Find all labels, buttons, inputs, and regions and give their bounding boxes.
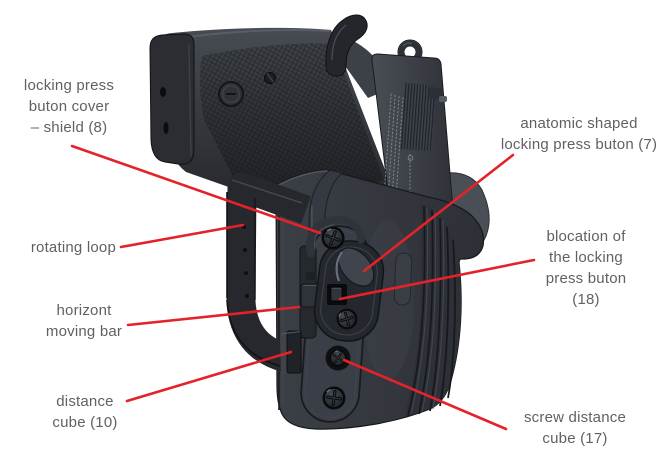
label-line: the locking [549,249,623,266]
leader-line-blocation-18 [338,258,536,301]
leader-lines [70,144,536,431]
screw-distance-cube [324,344,352,372]
label-line: rotating loop [30,239,116,256]
cz-logo [218,81,244,107]
blocation-slot [327,284,347,305]
rotating-loop [226,172,311,373]
label-line: cube (17) [542,430,608,447]
label-line: anatomic shaped [520,115,638,132]
slide-markings [384,93,404,190]
label-rotating-loop: rotating loop [0,237,116,258]
label-line: moving bar [45,323,123,340]
label-blocation-of-locking-press-button: blocation of the locking press buton (18… [516,226,656,310]
loop-rivets [242,225,249,298]
label-line: horizont [56,302,112,319]
leader-line-anatomic-7 [362,153,515,273]
label-line: locking press [23,77,115,94]
label-line: press buton [545,270,627,287]
holster [226,169,485,430]
label-distance-cube: distance cube (10) [23,391,147,433]
label-anatomic-locking-press-button: anatomic shaped locking press buton (7) [490,113,668,155]
label-horizont-moving-bar: horizont moving bar [22,300,146,342]
label-locking-press-button-cover-shield: locking press buton cover – shield (8) [4,75,134,138]
pistol [149,14,490,253]
hammer [325,14,368,77]
label-screw-distance-cube: screw distance cube (17) [495,407,655,449]
label-line: locking press buton (7) [500,136,658,153]
label-line: blocation of [546,228,626,245]
label-line: buton cover [28,98,110,115]
leader-line-screw-17 [342,358,508,431]
label-line: cube (10) [52,414,118,431]
label-line: (18) [572,291,600,308]
grip-panel [199,43,384,197]
locking-press-button [335,247,375,287]
magazine-base [149,33,195,165]
holster-ribs [393,204,462,417]
leader-line-distance-cube-10 [125,350,293,403]
rear-sight [428,87,443,100]
leader-line-moving-bar [126,305,301,327]
leader-line-shield-8 [70,144,322,235]
holster-recess [393,252,413,306]
label-line: distance [56,393,114,410]
leader-line-rotating-loop [119,223,245,249]
firing-pin [439,96,447,102]
label-line: screw distance [523,409,626,426]
label-line: – shield (8) [30,119,108,136]
grip-screw [264,72,276,84]
